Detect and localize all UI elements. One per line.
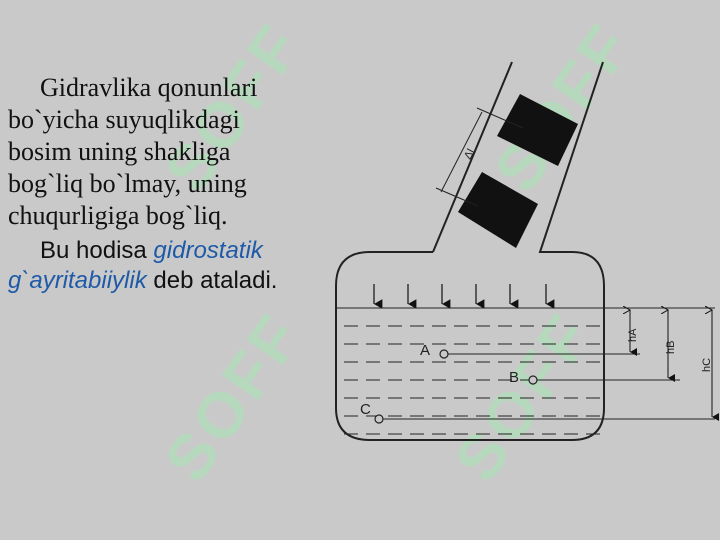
point-c-label: C — [360, 401, 371, 418]
paragraph-lead: Bu hodisa — [40, 237, 147, 264]
paradox-term: gidrostatik g`ayritabiiylik — [8, 237, 263, 294]
point-c-marker — [374, 414, 384, 424]
piston-lower — [458, 172, 538, 248]
delta-dimension-line — [440, 111, 483, 193]
depth-label-b: hB — [665, 341, 677, 354]
vessel-outline — [335, 61, 605, 441]
depth-label-a: hA — [627, 328, 639, 342]
paragraph-paradox: Bu hodisa gidrostatik g`ayritabiiylik de… — [8, 236, 308, 296]
piston-upper — [497, 94, 578, 166]
point-a-marker — [439, 349, 449, 359]
depth-label-c: hC — [701, 358, 713, 372]
pressure-arrows — [373, 284, 555, 309]
paragraph-pressure-law: Gidravlika qonunlari bo`yicha suyuqlikda… — [8, 73, 258, 230]
delta-extension-line — [435, 187, 479, 207]
text-block: Gidravlika qonunlari bo`yicha suyuqlikda… — [8, 72, 308, 296]
paragraph-tail: deb ataladi. — [153, 267, 278, 294]
point-a-label: A — [420, 342, 430, 359]
point-b-label: B — [509, 369, 519, 386]
delta-extension-line — [476, 107, 524, 129]
point-b-marker — [528, 375, 538, 385]
depth-dimensions — [630, 310, 712, 417]
